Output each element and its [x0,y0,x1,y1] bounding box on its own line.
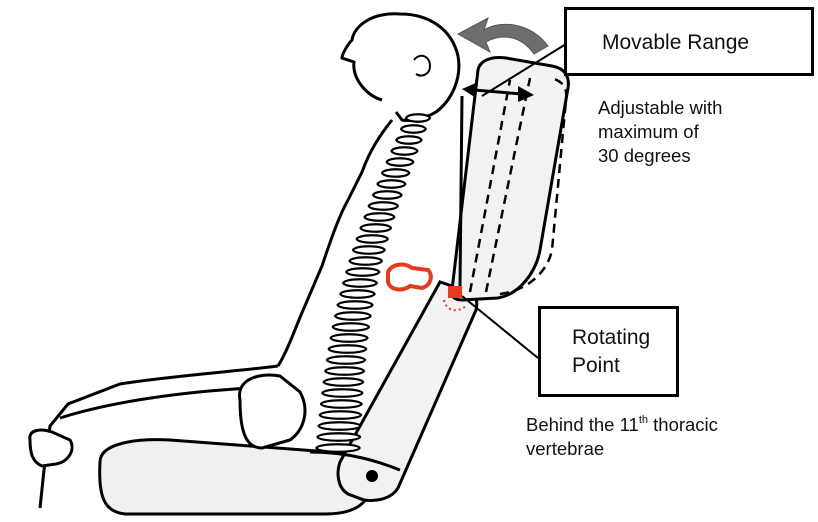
vertebra [377,180,405,188]
movable-range-description: Adjustable with maximum of 30 degrees [598,96,722,168]
movable-range-title: Movable Range [602,30,749,56]
rotating-point-prefix: Behind the 11 [526,414,639,435]
vertebra [365,213,395,221]
pivot-marker-icon [448,286,462,298]
vertebra [343,279,377,287]
rotating-point-title-line-2: Point [572,353,620,379]
vertebra [333,323,369,331]
vertebra [335,312,371,320]
pivot-guide-line [460,96,462,286]
vertebra [406,114,430,122]
vertebra [401,125,426,133]
vertebra [382,169,409,177]
vertebra [317,433,360,441]
vertebra [387,158,414,166]
rotating-point-line-1: Behind the 11th thoracic [526,409,718,437]
vertebra [316,444,359,452]
rotating-point-suffix: thoracic [648,414,718,435]
rotation-arrow-icon [458,18,548,54]
highlighted-vertebra [388,265,431,290]
vertebra [338,301,373,309]
movable-range-box: Movable Range [564,7,814,76]
head-outline [342,14,459,121]
vertebra [331,334,368,342]
vertebra [361,224,391,232]
movable-range-line-3: 30 degrees [598,144,722,168]
movable-range-line-2: maximum of [598,120,722,144]
vertebra [391,147,417,155]
vertebra [329,345,367,353]
vertebra [357,235,388,243]
rotating-point-box: Rotating Point [538,306,679,397]
seat-bolt [366,470,378,482]
vertebra [350,257,382,265]
vertebra [322,389,362,397]
vertebra [324,378,363,386]
vertebra [373,191,402,199]
vertebra [346,268,379,276]
rotating-point-superscript: th [639,414,648,426]
vertebra [369,202,398,210]
hand-outline [30,430,72,466]
vertebra [353,246,385,254]
vertebra [320,411,361,419]
vertebra [321,400,362,408]
rotating-point-line-2: vertebrae [526,437,718,461]
rotating-point-title-line-1: Rotating [572,325,650,351]
pivot-leader-line [462,296,538,358]
vertebra [325,367,364,375]
vertebra [319,422,361,430]
vertebra [340,290,374,298]
movable-range-line-1: Adjustable with [598,96,722,120]
rotating-point-description: Behind the 11th thoracic vertebrae [526,409,718,461]
vertebra [396,136,421,144]
vertebra [327,356,365,364]
arm-outline [240,375,305,448]
